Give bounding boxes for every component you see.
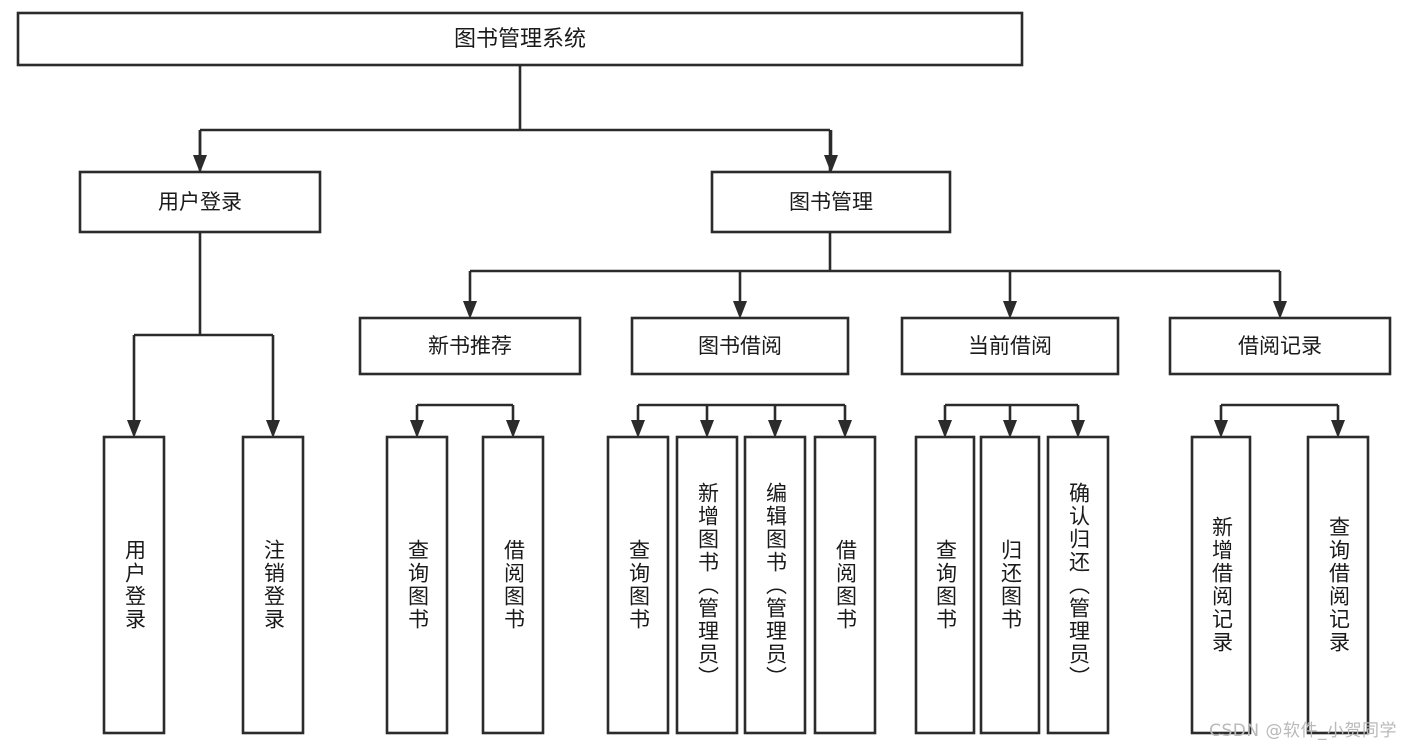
node-box-leaf-current-return-book[interactable] [979,435,1041,735]
node-box-leaf-recommend-query-book[interactable] [385,435,449,735]
node-box-leaf-record-query[interactable] [1306,435,1370,735]
arrow-head-leaf-user-logout [266,420,280,438]
node-label-current-borrow: 当前借阅 [968,334,1052,358]
node-box-leaf-current-confirm-return[interactable] [1046,435,1110,735]
node-box-user-login[interactable] [78,170,322,234]
node-label-root: 图书管理系统 [454,27,586,52]
node-box-leaf-recommend-borrow-book[interactable] [481,435,545,735]
node-box-new-book-recommend[interactable] [358,316,582,376]
arrow-head-current-borrow [1003,301,1017,319]
connectors-layer [127,65,1345,438]
arrow-head-user-login [193,155,207,173]
node-box-book-borrow[interactable] [630,316,850,376]
arrow-head-leaf-user-login [127,420,141,438]
arrow-head-leaf-borrow-borrow-book [838,420,852,438]
arrow-head-leaf-current-confirm-return [1071,420,1085,438]
arrow-head-leaf-current-query-book [938,420,952,438]
node-box-root[interactable] [16,11,1024,67]
node-label-user-login: 用户登录 [158,190,242,214]
node-box-leaf-borrow-borrow-book[interactable] [813,435,877,735]
arrow-head-book-borrow [733,301,747,319]
node-box-borrow-record[interactable] [1168,316,1392,376]
node-box-current-borrow[interactable] [900,316,1120,376]
node-label-borrow-record: 借阅记录 [1238,334,1322,358]
arrow-head-leaf-current-return-book [1003,420,1017,438]
node-box-book-manage[interactable] [710,170,952,234]
node-box-leaf-user-logout[interactable] [241,435,305,735]
arrow-head-leaf-record-add [1214,420,1228,438]
arrow-head-new-book-recommend [463,301,477,319]
arrow-head-leaf-recommend-borrow-book [506,420,520,438]
arrow-head-leaf-record-query [1331,420,1345,438]
arrow-head-borrow-record [1273,301,1287,319]
node-box-leaf-current-query-book[interactable] [914,435,976,735]
arrow-head-leaf-borrow-edit-book [768,420,782,438]
arrow-head-leaf-borrow-add-book [700,420,714,438]
node-box-leaf-borrow-add-book[interactable] [675,435,739,735]
node-box-leaf-borrow-edit-book[interactable] [743,435,807,735]
node-boxes-layer [16,11,1392,735]
node-box-leaf-user-login[interactable] [102,435,166,735]
arrow-head-book-manage [824,155,838,173]
node-box-leaf-borrow-query-book[interactable] [606,435,670,735]
node-label-book-borrow: 图书借阅 [698,334,782,358]
arrow-head-leaf-borrow-query-book [631,420,645,438]
node-label-book-manage: 图书管理 [789,190,873,214]
node-label-new-book-recommend: 新书推荐 [428,334,512,358]
node-box-leaf-record-add[interactable] [1190,435,1252,735]
arrow-head-leaf-recommend-query-book [410,420,424,438]
watermark-text: CSDN @软件_小贺同学 [1209,721,1397,741]
